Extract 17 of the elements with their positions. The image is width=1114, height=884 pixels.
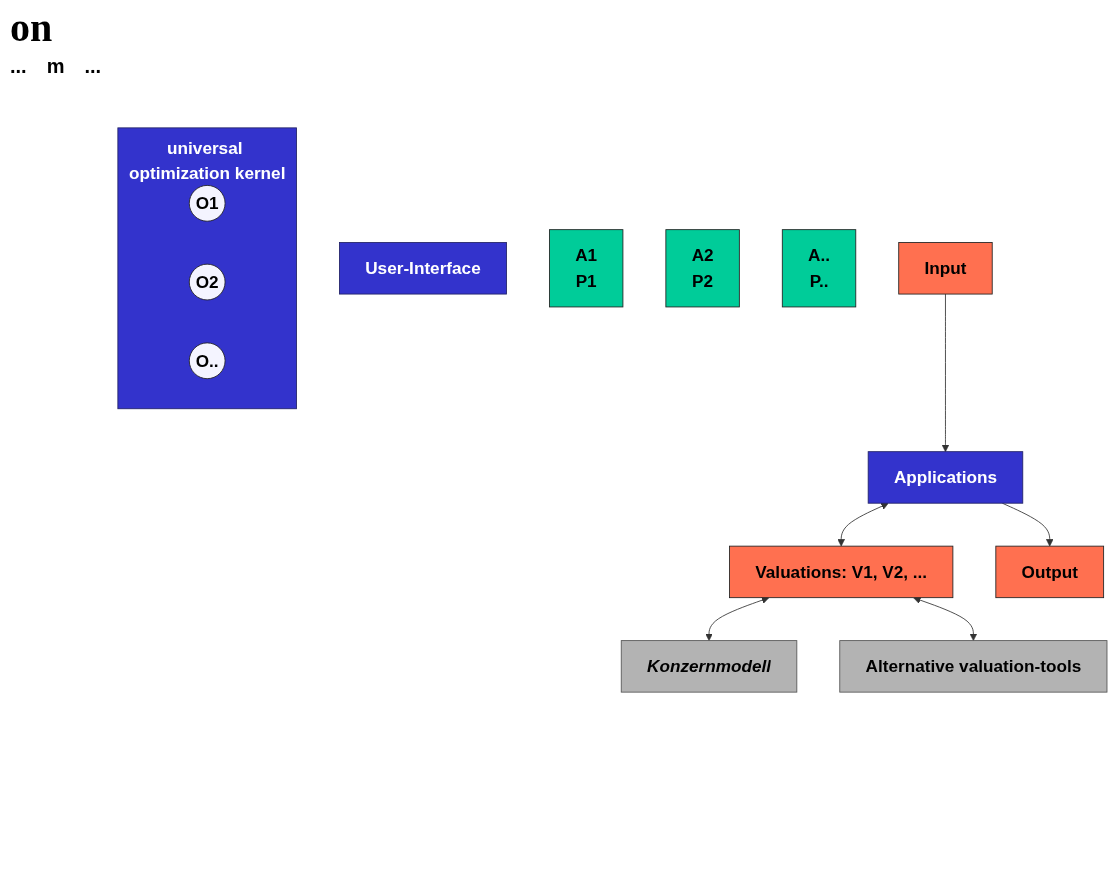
node-box: A.. P..: [782, 229, 857, 308]
node-box: A1 P1: [549, 229, 624, 308]
note-text: m: [46, 55, 65, 77]
node-box: Konzernmodell: [620, 640, 798, 693]
note-text: ...: [84, 55, 102, 77]
note-text: ...: [10, 55, 27, 77]
node-box: Alternative valuation-tools: [839, 640, 1108, 693]
node-box: A2 P2: [665, 229, 740, 308]
node-circle: O2: [189, 263, 226, 301]
node-box: User-Interface: [339, 242, 508, 295]
node-box: Input: [898, 242, 993, 295]
node-box: Output: [995, 545, 1105, 599]
node-box: Applications: [867, 451, 1024, 504]
node-box: Valuations: V1, V2, ...: [729, 545, 954, 599]
node-circle: O1: [189, 184, 226, 222]
node-circle: O..: [189, 342, 226, 380]
title: on: [10, 4, 54, 51]
